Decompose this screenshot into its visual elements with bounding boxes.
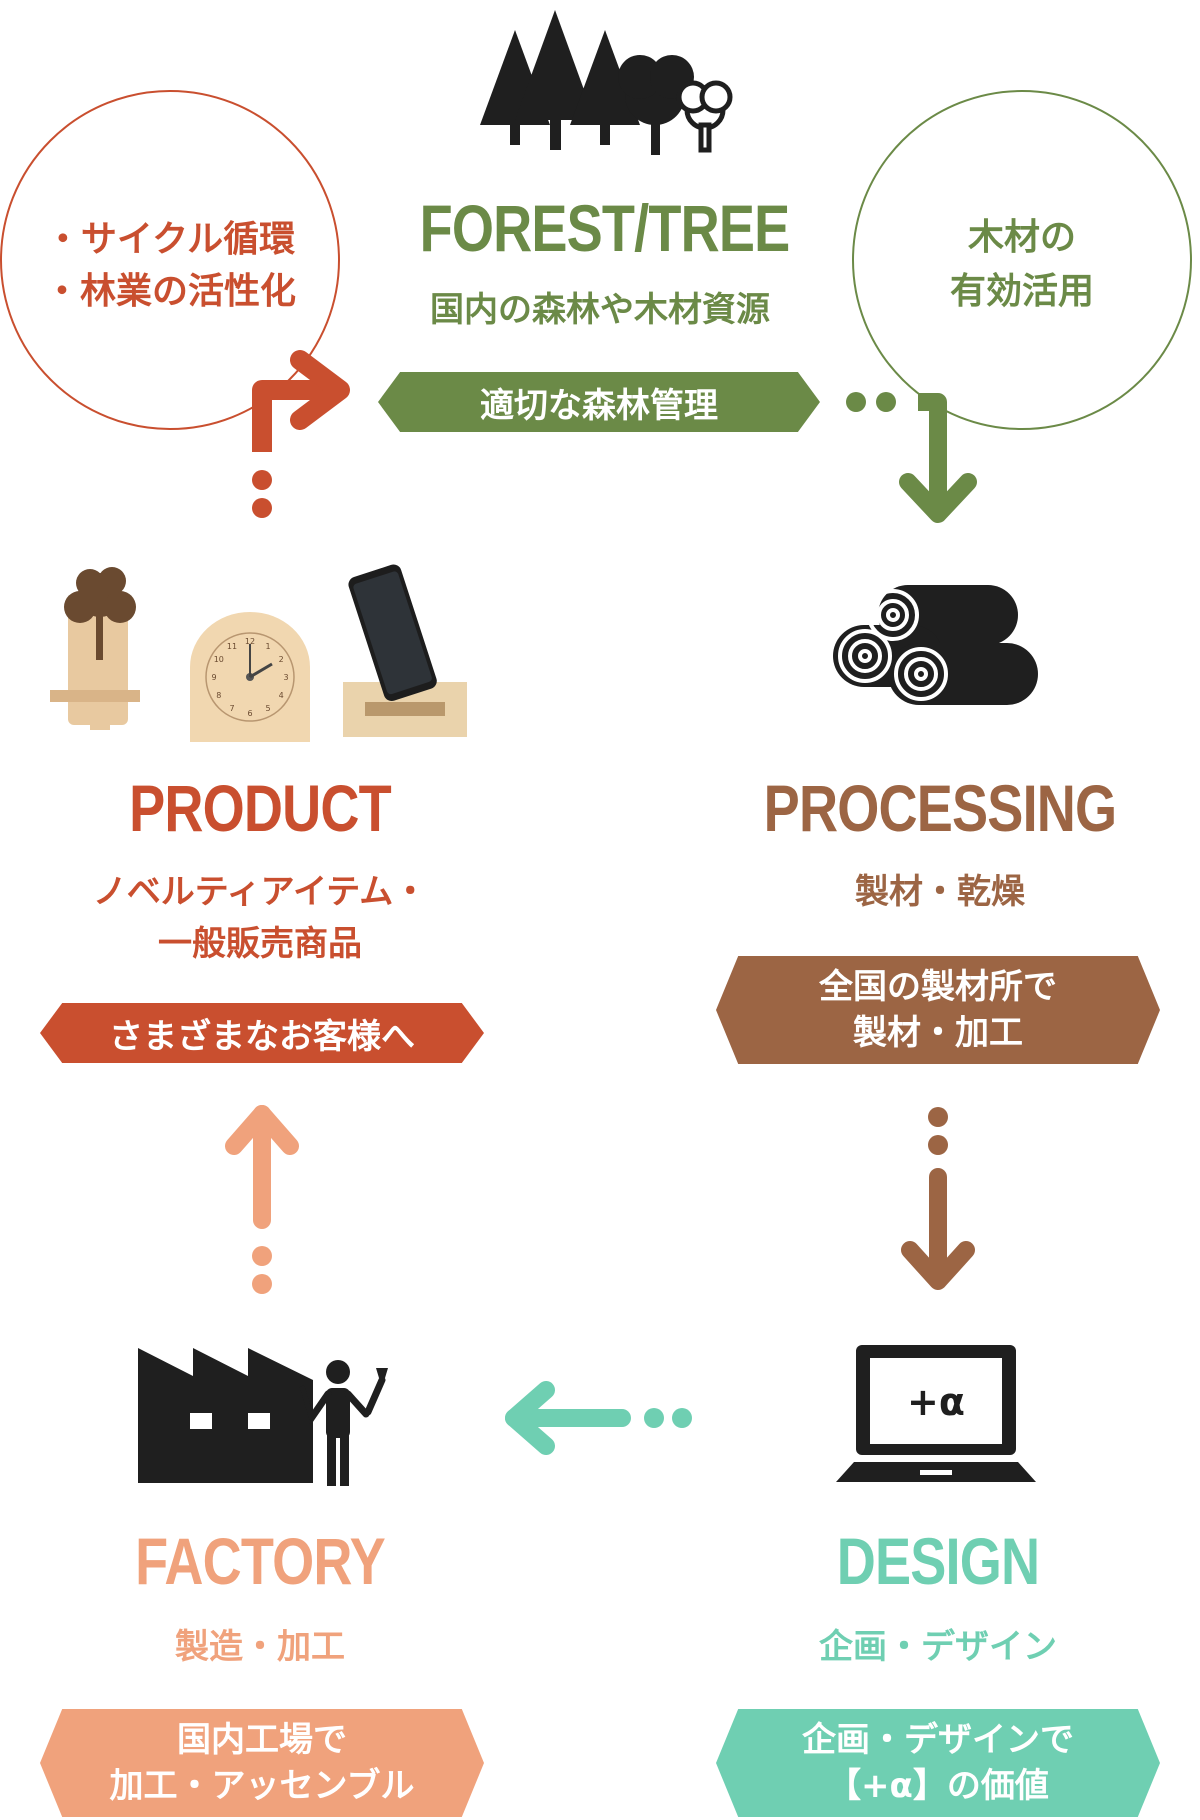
phone-stand-image — [343, 564, 467, 737]
forest-subtitle: 国内の森林や木材資源 — [430, 290, 770, 330]
wood-use-circle-line2: 有効活用 — [949, 271, 1094, 312]
forest-to-processing-arrow — [846, 392, 977, 523]
wood-use-circle-line1: 木材の — [967, 217, 1076, 258]
processing-subtitle: 製材・乾燥 — [855, 872, 1025, 912]
design-banner-line2: 【+α】の価値 — [827, 1766, 1049, 1806]
processing-banner-line1: 全国の製材所で — [819, 967, 1057, 1007]
cycle-circle-line1: ・サイクル循環 — [44, 219, 296, 260]
factory-banner: 国内工場で 加工・アッセンブル — [40, 1709, 484, 1817]
design-banner-line1: 企画・デザインで — [802, 1720, 1074, 1760]
clock-number: 5 — [265, 704, 270, 713]
product-subtitle-line2: 一般販売商品 — [158, 924, 362, 964]
product-subtitle-line1: ノベルティアイテム・ — [92, 872, 428, 912]
processing-title: PROCESSING — [763, 771, 1117, 845]
product-banner-text: さまざまなお客様へ — [109, 1016, 415, 1057]
design-banner: 企画・デザインで 【+α】の価値 — [716, 1709, 1160, 1817]
laptop-icon: +α — [836, 1345, 1036, 1482]
product-title: PRODUCT — [129, 771, 392, 845]
factory-banner-line1: 国内工場で — [177, 1720, 347, 1760]
clock-number: 8 — [216, 691, 221, 700]
clock-number: 7 — [229, 704, 234, 713]
factory-title: FACTORY — [135, 1524, 386, 1598]
laptop-screen-text: +α — [907, 1380, 965, 1424]
clock-number: 1 — [265, 642, 270, 651]
clock-number: 9 — [211, 673, 216, 682]
wood-use-circle: 木材の 有効活用 — [852, 90, 1192, 430]
forest-title: FOREST/TREE — [419, 191, 791, 265]
cycle-circle-line2: ・林業の活性化 — [43, 271, 296, 312]
forest-banner-text: 適切な森林管理 — [480, 385, 718, 426]
clock-number: 12 — [245, 637, 255, 646]
clock-number: 6 — [247, 709, 252, 718]
product-to-forest-arrow — [252, 350, 350, 518]
cycle-circle: ・サイクル循環 ・林業の活性化 — [0, 90, 340, 430]
factory-to-product-arrow — [225, 1105, 299, 1294]
design-title: DESIGN — [836, 1524, 1040, 1598]
processing-banner-line2: 製材・加工 — [853, 1013, 1023, 1053]
clock-number: 3 — [283, 673, 288, 682]
logs-icon — [833, 585, 1038, 705]
clock-number: 10 — [214, 655, 224, 664]
clock-number: 2 — [279, 655, 284, 664]
design-to-factory-arrow — [505, 1381, 692, 1455]
forest-trees-icon — [480, 10, 733, 155]
forest-banner: 適切な森林管理 — [378, 372, 820, 432]
tree-phone-stand-image — [50, 567, 140, 730]
factory-banner-line2: 加工・アッセンブル — [109, 1766, 415, 1806]
clock-number: 11 — [227, 642, 237, 651]
factory-subtitle: 製造・加工 — [175, 1627, 345, 1667]
processing-banner: 全国の製材所で 製材・加工 — [716, 956, 1160, 1064]
design-subtitle: 企画・デザイン — [819, 1627, 1057, 1667]
factory-worker-icon — [138, 1348, 388, 1486]
clock-number: 4 — [279, 691, 284, 700]
processing-to-design-arrow — [901, 1107, 975, 1290]
product-banner: さまざまなお客様へ — [40, 1003, 484, 1063]
